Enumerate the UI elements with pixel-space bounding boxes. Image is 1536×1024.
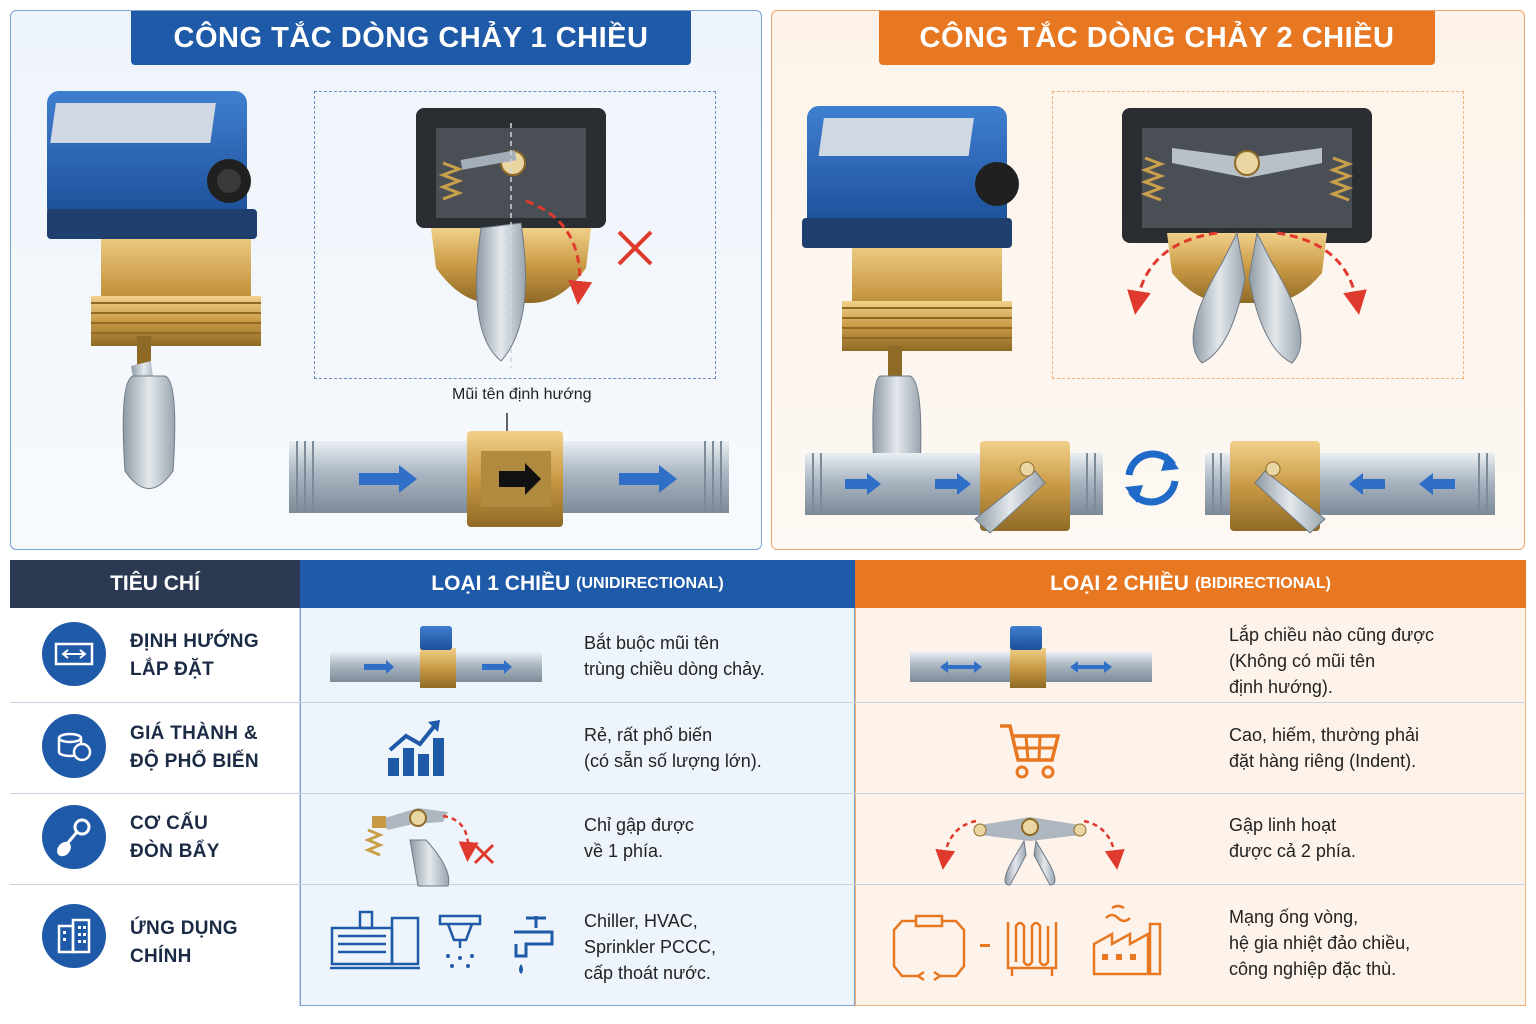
x-mark-icon xyxy=(617,230,653,266)
bi-lever-image xyxy=(935,817,1125,886)
unidirectional-panel: CÔNG TẮC DÒNG CHẢY 1 CHIỀU Mũi tên định xyxy=(10,10,762,550)
criteria-row-2: GIÁ THÀNH &ĐỘ PHỔ BIẾN xyxy=(130,723,259,772)
bi-install-image xyxy=(910,626,1152,688)
growth-chart-icon xyxy=(388,720,444,776)
chiller-icon xyxy=(330,910,420,970)
lever-icon xyxy=(42,805,106,869)
lever-cutaway-image xyxy=(416,108,606,368)
header-bidirectional: LOẠI 2 CHIỀU(BIDIRECTIONAL) xyxy=(855,560,1526,608)
building-icon xyxy=(42,904,106,968)
loop-network-icon xyxy=(892,914,966,982)
water-tap-icon xyxy=(514,916,554,974)
heater-coil-icon xyxy=(1006,921,1058,976)
shopping-cart-icon xyxy=(1000,724,1061,779)
arrow-caption: Mũi tên định hướng xyxy=(452,386,592,403)
header-unidirectional: LOẠI 1 CHIỀU(UNIDIRECTIONAL) xyxy=(300,560,855,608)
sprinkler-icon xyxy=(438,914,482,968)
factory-icon xyxy=(1092,904,1162,976)
comparison-table: TIÊU CHÍ LOẠI 1 CHIỀU(UNIDIRECTIONAL) LO… xyxy=(10,560,1526,1006)
bi-desc-row-4: Mạng ống vòng,hệ gia nhiệt đảo chiều,côn… xyxy=(1229,907,1411,979)
mechanism-detail-box xyxy=(1052,91,1464,379)
uni-desc-row-4: Chiller, HVAC,Sprinkler PCCC,cấp thoát n… xyxy=(584,911,717,983)
pipe-flow-right-image xyxy=(805,441,1103,534)
mechanism-detail-box xyxy=(314,91,716,379)
uni-lever-image xyxy=(364,808,495,887)
panel-title: CÔNG TẮC DÒNG CHẢY 2 CHIỀU xyxy=(879,11,1435,65)
panel-title: CÔNG TẮC DÒNG CHẢY 1 CHIỀU xyxy=(131,11,691,65)
header-criteria: TIÊU CHÍ xyxy=(10,560,300,608)
bi-desc-row-1: Lắp chiều nào cũng được(Không có mũi tên… xyxy=(1229,625,1434,697)
pipe-arrows-icon xyxy=(42,622,106,686)
uni-desc-row-2: Rẻ, rất phổ biến(có sẵn số lượng lớn). xyxy=(584,725,762,771)
reverse-cycle-icon xyxy=(1125,450,1179,506)
separator-dash xyxy=(980,944,990,947)
pipe-flow-left-image xyxy=(1205,441,1495,534)
one-way-pipe-image xyxy=(289,431,729,527)
bidirectional-panel: CÔNG TẮC DÒNG CHẢY 2 CHIỀU xyxy=(771,10,1525,550)
uni-install-image xyxy=(330,626,542,688)
flow-switch-product-image xyxy=(47,91,261,489)
coins-icon xyxy=(42,714,106,778)
lever-cutaway-image xyxy=(1122,108,1372,364)
